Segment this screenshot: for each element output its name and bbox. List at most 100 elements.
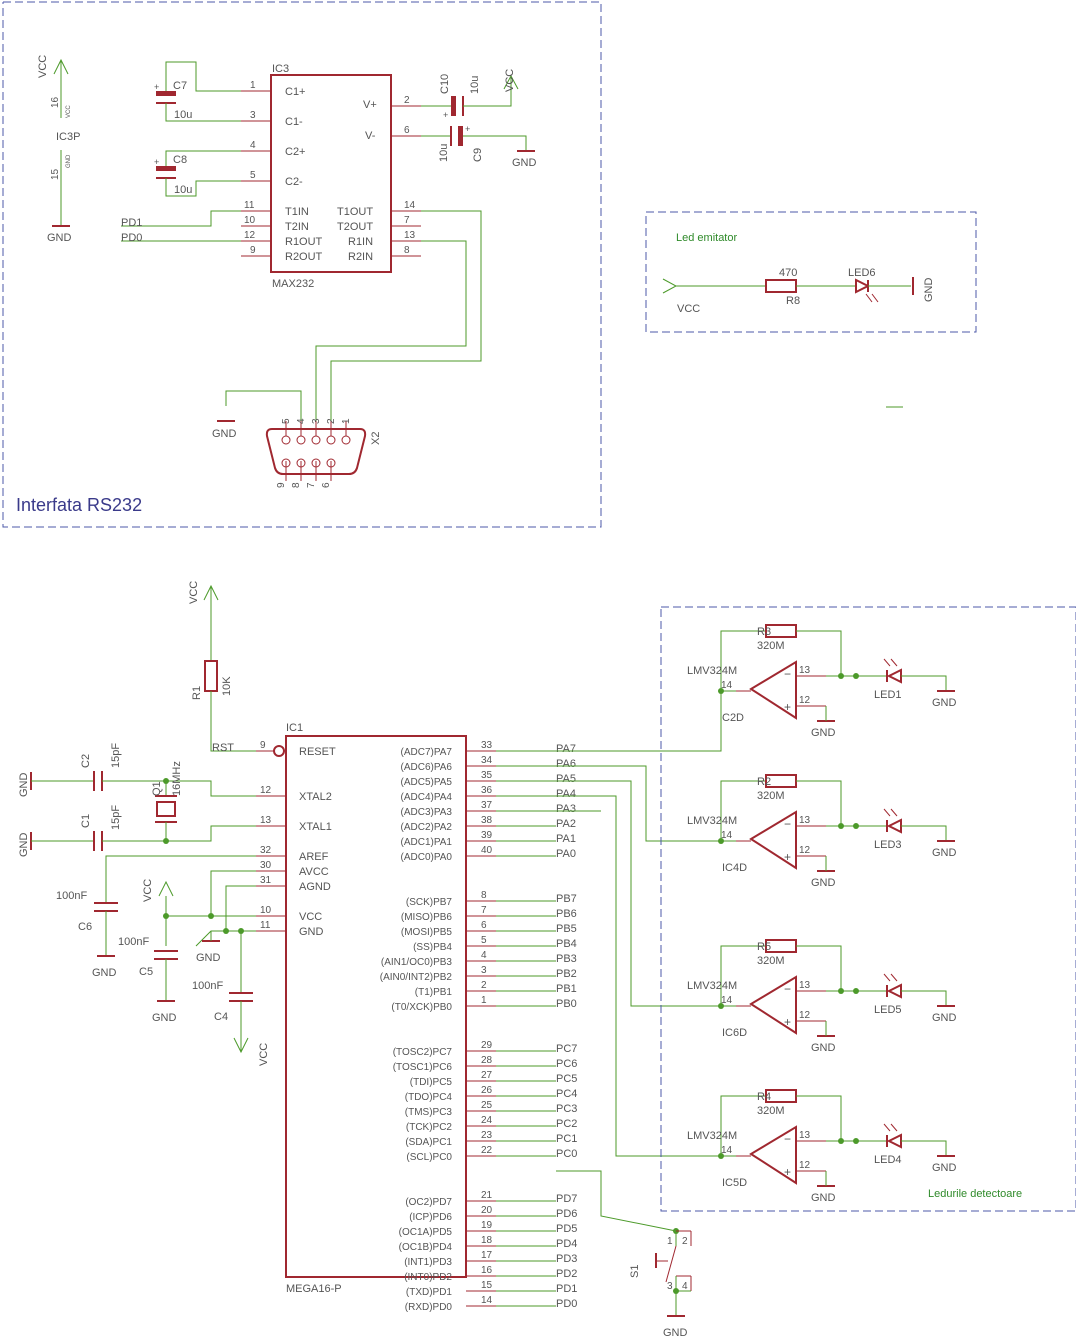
svg-text:V-: V- bbox=[365, 130, 376, 142]
c4-ref: C4 bbox=[214, 1011, 228, 1023]
mega16-left-pin-label: GND bbox=[299, 926, 324, 938]
mega16-right-pin-number: 35 bbox=[481, 770, 493, 781]
r1-vcc-label: VCC bbox=[188, 581, 200, 604]
r8-ref: R8 bbox=[786, 295, 800, 307]
mega16-right-pin-number: 33 bbox=[481, 740, 493, 751]
mega16-right-pin-label: (TOSC2)PC7 bbox=[393, 1047, 453, 1058]
detector-led bbox=[886, 668, 902, 684]
svg-text:13: 13 bbox=[404, 230, 416, 241]
mega16-net-label: PA5 bbox=[556, 773, 576, 785]
ic3p-vcc-label: VCC bbox=[37, 55, 49, 78]
stage-led-ref: LED3 bbox=[874, 839, 902, 851]
mega16-left-pin-label: AGND bbox=[299, 881, 331, 893]
svg-text:C1-: C1- bbox=[285, 116, 303, 128]
mega16-right-pin-number: 40 bbox=[481, 845, 493, 856]
svg-text:3: 3 bbox=[311, 418, 322, 424]
mega16-right-pin-label: (ADC2)PA2 bbox=[401, 822, 453, 833]
mega16-right-pin-label: (ADC1)PA1 bbox=[401, 837, 453, 848]
opamp-triangle bbox=[749, 1125, 797, 1185]
mega16-right-pin-label: (T0/XCK)PB0 bbox=[391, 1002, 452, 1013]
x2-ref: X2 bbox=[370, 432, 382, 445]
svg-text:5: 5 bbox=[281, 418, 292, 424]
mega16-left-pin-label: RESET bbox=[299, 746, 336, 758]
mega16-right-pin-label: (OC1B)PD4 bbox=[399, 1242, 453, 1253]
mega16-left-pin-label: AVCC bbox=[299, 866, 329, 878]
svg-text:+: + bbox=[784, 850, 791, 864]
mega16-left-pin-label: AREF bbox=[299, 851, 329, 863]
r8-value: 470 bbox=[779, 267, 797, 279]
c7-value: 10u bbox=[174, 109, 192, 121]
svg-text:GND: GND bbox=[811, 1192, 836, 1204]
switch-s1: S1 1 2 3 4 GND bbox=[556, 1170, 692, 1339]
svg-text:+: + bbox=[154, 82, 159, 92]
stage-opamp-value: LMV324M bbox=[687, 1130, 737, 1142]
svg-text:5: 5 bbox=[250, 170, 256, 181]
mega16-net-label: PB3 bbox=[556, 953, 577, 965]
mega16-net-label: PD1 bbox=[556, 1283, 577, 1295]
svg-text:GND: GND bbox=[811, 1042, 836, 1054]
mega16-right-pin-number: 28 bbox=[481, 1055, 493, 1066]
c4-value: 100nF bbox=[192, 980, 223, 992]
mega16-right-pin-label: (INT0)PD2 bbox=[404, 1272, 452, 1283]
svg-text:14: 14 bbox=[404, 200, 416, 211]
svg-text:14: 14 bbox=[721, 680, 733, 691]
opamp-triangle bbox=[749, 810, 797, 870]
mega16-right-pin-label: (ADC6)PA6 bbox=[401, 762, 453, 773]
stage-led-ref: LED1 bbox=[874, 689, 902, 701]
mega16-right-pin-label: (T1)PB1 bbox=[415, 987, 453, 998]
capacitor-c9: + 10u C9 GND bbox=[421, 124, 537, 169]
mega16-net-label: PA2 bbox=[556, 818, 576, 830]
svg-text:+: + bbox=[784, 1165, 791, 1179]
mega16-right-pin-label: (TCK)PC2 bbox=[406, 1122, 453, 1133]
mega16-net-label: PA6 bbox=[556, 758, 576, 770]
led6-gnd: GND bbox=[923, 278, 935, 303]
mega16-right-pin-number: 37 bbox=[481, 800, 493, 811]
max232-chip: IC3 MAX232 C1+ C1- C2+ C2- T1IN T2IN R1O… bbox=[241, 63, 421, 290]
mega16-right-pin-label: (ADC0)PA0 bbox=[401, 852, 453, 863]
mega16-right-pin-number: 14 bbox=[481, 1295, 493, 1306]
c6-value: 100nF bbox=[56, 890, 87, 902]
c10-value: 10u bbox=[469, 76, 481, 94]
mega16-right-pin-number: 2 bbox=[481, 980, 487, 991]
svg-text:−: − bbox=[784, 1132, 791, 1146]
db9-connector-x2: GND 5 4 3 2 1 9 8 7 6 X2 bbox=[212, 390, 382, 488]
svg-text:13: 13 bbox=[799, 815, 811, 826]
mega16-left-pin-number: 31 bbox=[260, 875, 272, 886]
stage-resistor-ref: R3 bbox=[757, 626, 771, 638]
svg-text:1: 1 bbox=[250, 80, 256, 91]
capacitor-c10: + C10 10u VCC bbox=[421, 69, 519, 120]
max232-ref: IC3 bbox=[272, 63, 289, 75]
mega16-left-pin-number: 12 bbox=[260, 785, 272, 796]
svg-text:12: 12 bbox=[244, 230, 256, 241]
mega16-left-pin-number: 13 bbox=[260, 815, 272, 826]
mega16-left-pin-label: XTAL2 bbox=[299, 791, 332, 803]
svg-text:−: − bbox=[784, 817, 791, 831]
svg-text:T1IN: T1IN bbox=[285, 206, 309, 218]
mega16-net-label: PA0 bbox=[556, 848, 576, 860]
led-emitter-title: Led emitator bbox=[676, 232, 737, 244]
svg-text:7: 7 bbox=[404, 215, 410, 226]
mega16-right-pin-number: 20 bbox=[481, 1205, 493, 1216]
svg-text:GND: GND bbox=[18, 833, 30, 858]
svg-text:GND: GND bbox=[811, 877, 836, 889]
mega16-net-label: PD2 bbox=[556, 1268, 577, 1280]
mega16-net-label: PC0 bbox=[556, 1148, 577, 1160]
c8-ref: C8 bbox=[173, 154, 187, 166]
mega16-right-pin-number: 15 bbox=[481, 1280, 493, 1291]
svg-text:10: 10 bbox=[244, 215, 256, 226]
mega16-right-pin-label: (TOSC1)PC6 bbox=[393, 1062, 453, 1073]
mega16-right-pin-label: (MISO)PB6 bbox=[401, 912, 453, 923]
detector-led bbox=[886, 1133, 902, 1149]
c10-vcc-label: VCC bbox=[504, 69, 516, 92]
svg-text:T2OUT: T2OUT bbox=[337, 221, 373, 233]
mega16-right-pin-number: 38 bbox=[481, 815, 493, 826]
svg-text:GND: GND bbox=[92, 967, 117, 979]
stage-resistor-ref: R4 bbox=[757, 1091, 771, 1103]
svg-text:6: 6 bbox=[404, 125, 410, 136]
mega16-right-pin-number: 36 bbox=[481, 785, 493, 796]
svg-text:GND: GND bbox=[932, 847, 957, 859]
svg-text:11: 11 bbox=[244, 200, 255, 211]
stage-led-ref: LED4 bbox=[874, 1154, 902, 1166]
c1-ref: C1 bbox=[80, 814, 92, 828]
